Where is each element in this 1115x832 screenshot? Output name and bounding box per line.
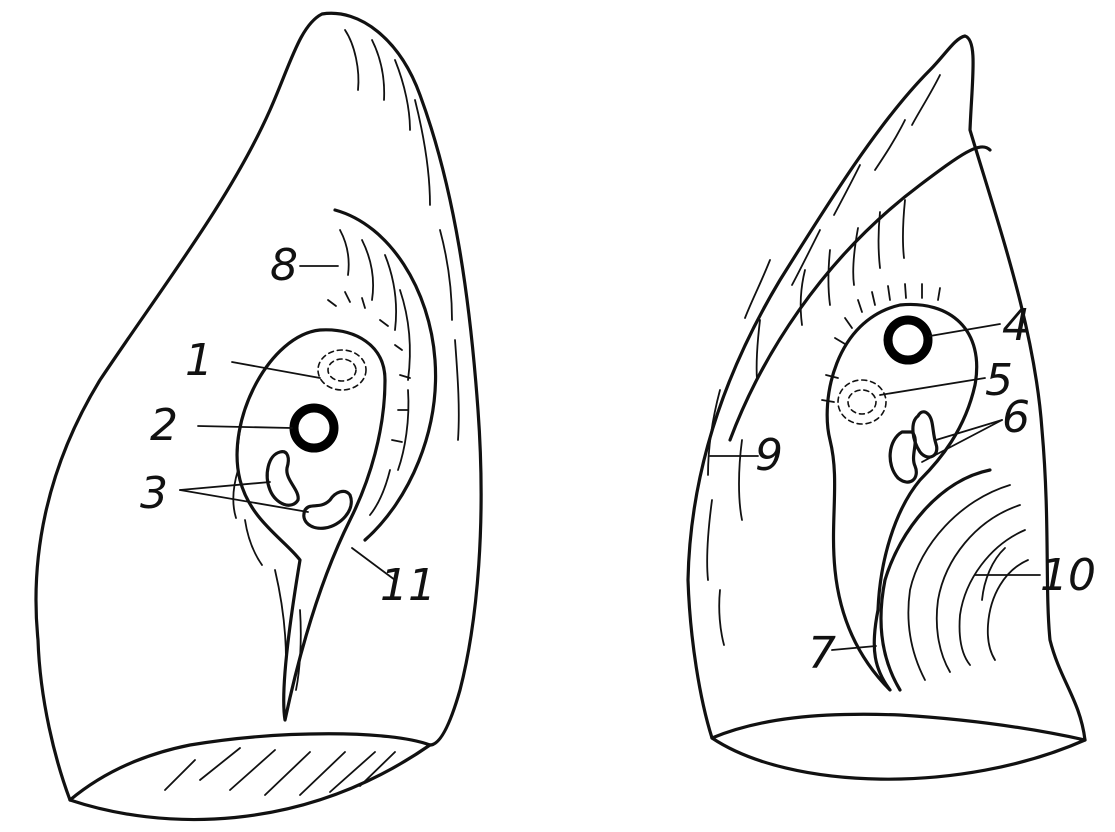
right-lung: 4 5 6 9 10 7 <box>688 36 1096 779</box>
right-vein-b <box>913 412 937 457</box>
right-lung-base <box>712 738 1085 779</box>
left-vein-upper <box>267 452 298 506</box>
label-2: 2 <box>150 400 178 451</box>
leader-2 <box>198 426 292 428</box>
right-vein-a <box>890 432 916 482</box>
label-8: 8 <box>270 240 298 291</box>
left-hilum-hatching <box>233 400 301 690</box>
leader-3a <box>180 482 270 490</box>
right-lung-outline <box>688 36 1085 740</box>
label-11: 11 <box>380 560 436 611</box>
label-6: 6 <box>1002 392 1030 443</box>
label-3: 3 <box>140 468 168 519</box>
leader-5 <box>880 378 985 395</box>
label-7: 7 <box>808 628 836 679</box>
left-apex-hatching <box>345 30 459 440</box>
left-lung: 8 1 2 3 11 <box>36 13 481 819</box>
left-vein-lower <box>304 491 351 528</box>
right-apex-hatching <box>745 75 940 318</box>
label-4: 4 <box>1002 300 1030 351</box>
left-lymph-node <box>318 350 366 390</box>
right-lymph-node <box>838 380 886 424</box>
left-lung-base <box>70 745 430 820</box>
label-9: 9 <box>755 430 783 481</box>
left-bronchus <box>294 408 334 448</box>
right-bronchus <box>888 320 928 360</box>
label-10: 10 <box>1040 550 1096 601</box>
leader-1 <box>232 362 320 378</box>
leader-7 <box>832 646 876 650</box>
left-lung-outline <box>36 13 481 800</box>
left-base-hatching <box>165 748 395 795</box>
label-1: 1 <box>185 335 213 386</box>
right-upper-groove <box>730 147 990 440</box>
